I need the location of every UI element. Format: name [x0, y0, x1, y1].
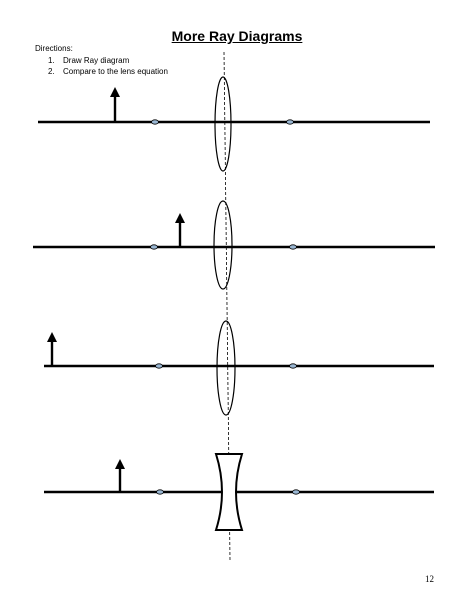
ray-diagram-2: [33, 200, 435, 290]
focal-point: [155, 363, 163, 369]
object-arrow-head: [115, 459, 125, 469]
direction-item: 1.Draw Ray diagram: [48, 56, 130, 65]
focal-point: [289, 244, 297, 250]
ray-diagram-1: [38, 76, 430, 172]
directions-heading: Directions:: [35, 44, 73, 53]
focal-point: [286, 119, 294, 125]
ray-diagram-3: [44, 320, 434, 416]
ray-diagram-4: [44, 453, 434, 531]
object-arrow-head: [47, 332, 57, 342]
object-arrow-head: [175, 213, 185, 223]
focal-point: [150, 244, 158, 250]
focal-point: [289, 363, 297, 369]
direction-item: 2.Compare to the lens equation: [48, 67, 168, 76]
focal-point: [151, 119, 159, 125]
directions-list: 1.Draw Ray diagram 2.Compare to the lens…: [48, 55, 168, 77]
page-title: More Ray Diagrams: [171, 28, 303, 44]
diverging-lens: [214, 453, 244, 531]
page-number: 12: [425, 574, 434, 584]
converging-lens: [216, 320, 236, 416]
focal-point: [292, 489, 300, 495]
converging-lens: [213, 200, 233, 290]
converging-lens: [214, 76, 232, 172]
object-arrow-head: [110, 87, 120, 97]
focal-point: [156, 489, 164, 495]
